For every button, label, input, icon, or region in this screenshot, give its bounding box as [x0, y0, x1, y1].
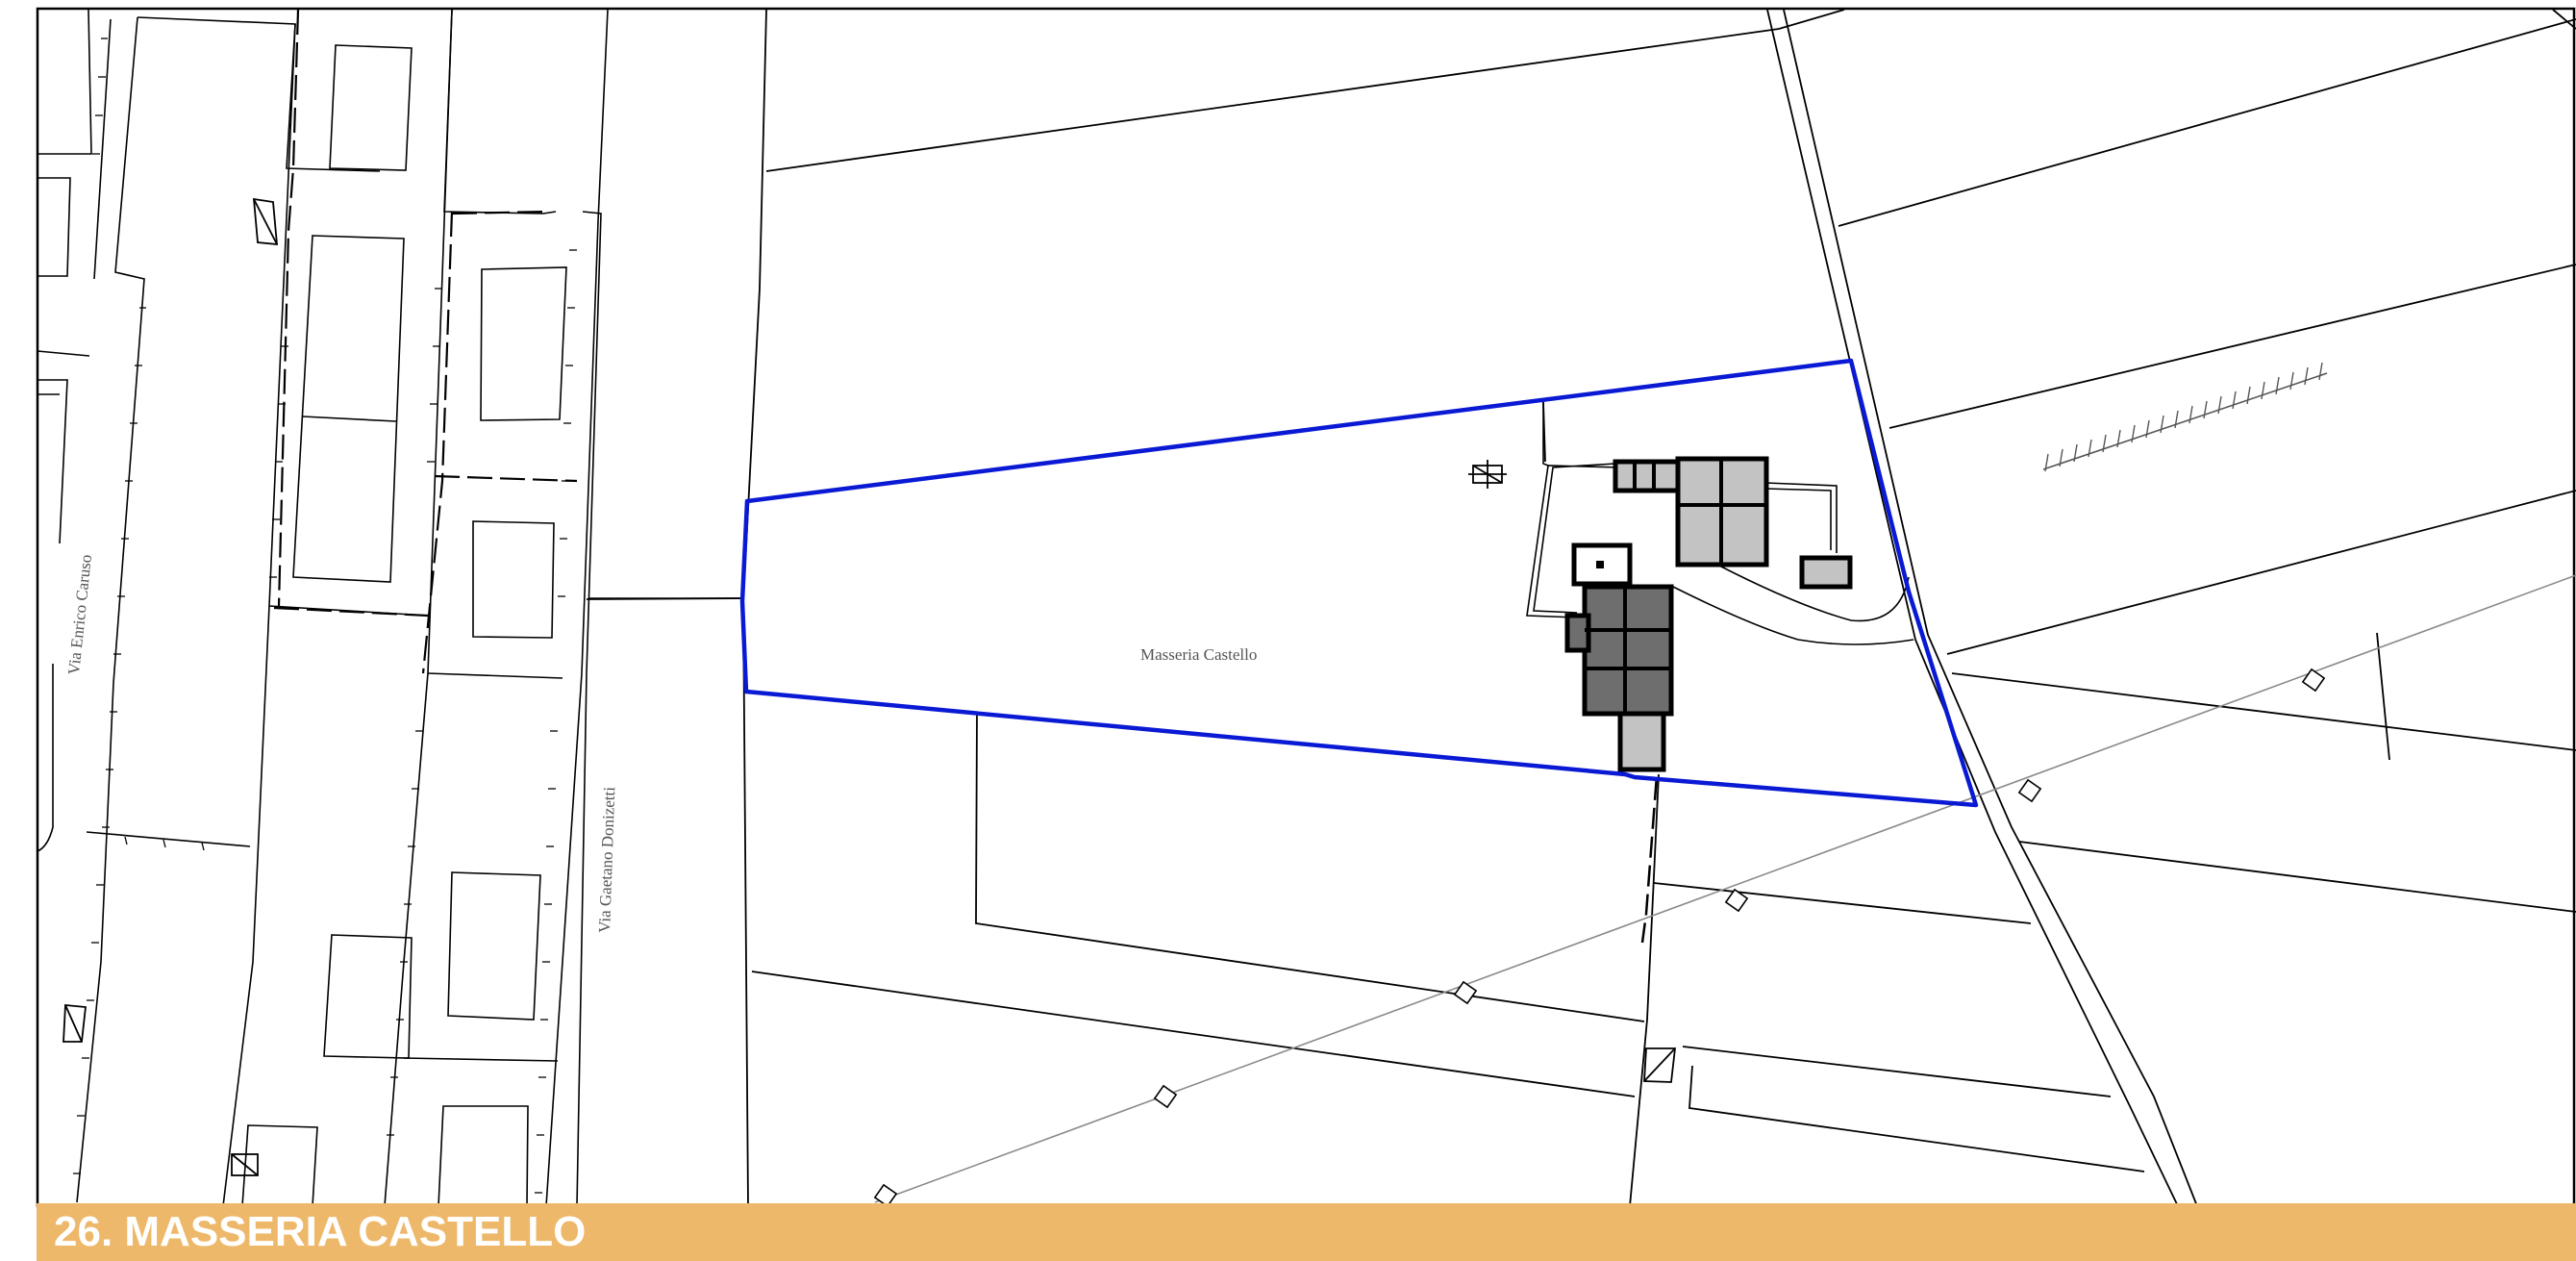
urban-blocks-left: [37, 9, 740, 1207]
footer-title-bar: 26. MASSERIA CASTELLO: [37, 1203, 2576, 1261]
map-title: 26. MASSERIA CASTELLO: [54, 1208, 587, 1255]
utility-box-icon: [63, 197, 1677, 1176]
farm-building-dark: [1564, 584, 1674, 717]
roads-and-field-boundaries: [586, 9, 2576, 1207]
site-name-label: Masseria Castello: [1140, 645, 1257, 664]
site-boundary: [739, 358, 1979, 808]
tree-row-icon: [2042, 362, 2328, 472]
diamond-icon: [873, 668, 2326, 1208]
farmhouse-courtyard: [1526, 402, 1914, 645]
map-frame: [36, 7, 2576, 1208]
